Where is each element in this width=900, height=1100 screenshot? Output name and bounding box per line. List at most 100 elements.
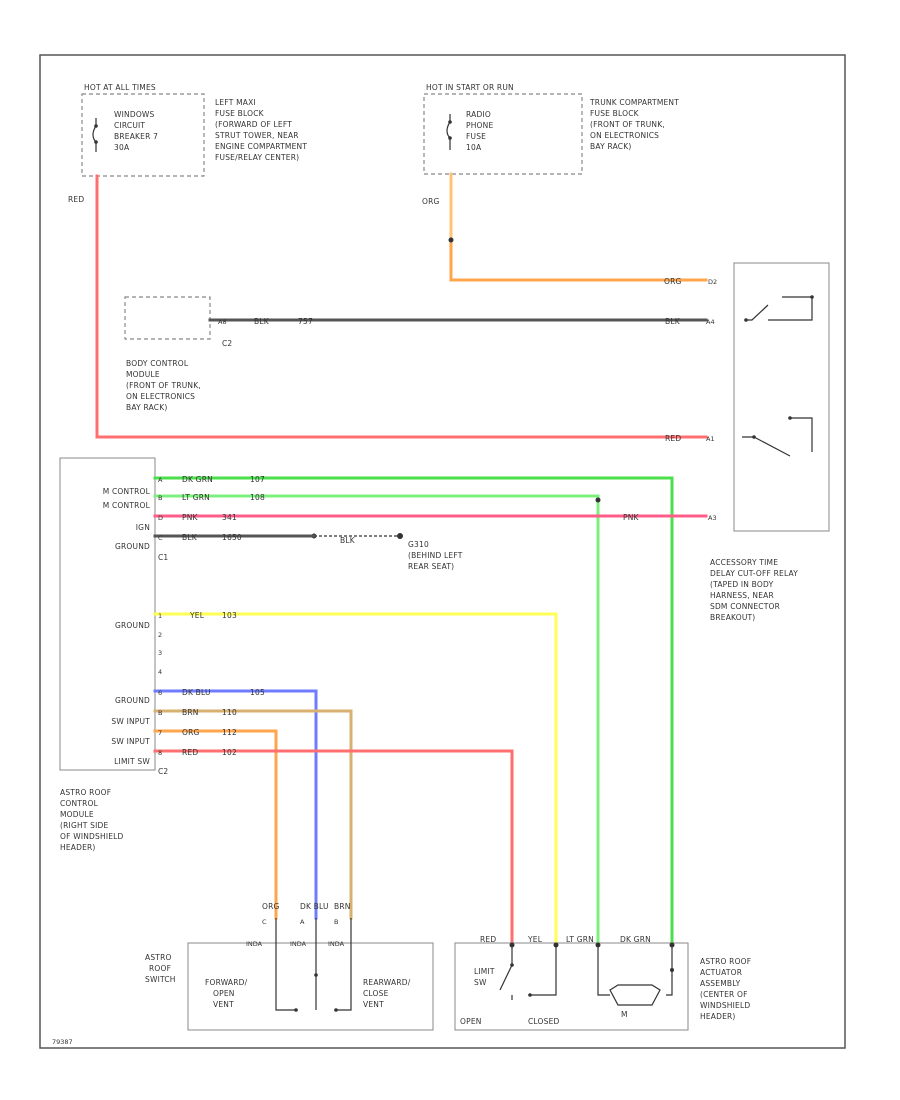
wire-blk-bcm-label: BLK — [254, 317, 270, 326]
actuator-limit-1: LIMIT — [474, 967, 495, 976]
fuse-start-loc-1: TRUNK COMPARTMENT — [589, 98, 679, 107]
bcm-connector: C2 — [222, 339, 232, 348]
wire-org-relay-pin: D2 — [708, 278, 717, 286]
wire-blk-bcm-pin: A8 — [218, 318, 227, 326]
wire-dk-blu — [153, 689, 318, 920]
actuator-title-4: (CENTER OF — [700, 990, 748, 999]
module-loc-5: OF WINDSHIELD — [60, 832, 124, 841]
fuse-hot-loc-2: FUSE BLOCK — [215, 109, 265, 118]
fuse-start-loc-3: (FRONT OF TRUNK, — [590, 120, 665, 129]
fuse-hot-box — [81, 93, 205, 177]
wire-red-limit — [153, 749, 514, 947]
fuse-block-hot-in-start-or-run: HOT IN START OR RUN RADIO PHONE FUSE 10A… — [423, 83, 679, 175]
switch-top-brn: BRN — [334, 902, 351, 911]
relay-loc-3: (TAPED IN BODY — [710, 580, 774, 589]
relay-box — [733, 262, 830, 532]
switch-top-dkblu: DK BLU — [300, 902, 329, 911]
relay-contact-icon — [746, 296, 813, 321]
diagram-id: 79387 — [52, 1038, 73, 1046]
module-loc-4: (RIGHT SIDE — [60, 821, 109, 830]
fuse-start-loc-5: BAY RACK) — [590, 142, 631, 151]
fuse-start-line-1: RADIO — [466, 110, 491, 119]
relay-loc-1: ACCESSORY TIME — [710, 558, 778, 567]
wire-yel-pin: 1 — [158, 612, 162, 620]
fuse-hot-line-3: BREAKER 7 — [114, 132, 158, 141]
actuator-title-3: ASSEMBLY — [700, 979, 741, 988]
wires: RED RED A1 ORG ORG D2 A8 BLK 757 BLK A4 … — [68, 172, 717, 947]
fuse-icon — [446, 114, 451, 150]
wire-dkblu-pin: 6 — [158, 689, 162, 697]
wire-red-relay-pin: A1 — [706, 435, 715, 443]
module-label-m-control-2: M CONTROL — [103, 501, 151, 510]
actuator-closed: CLOSED — [528, 1017, 560, 1026]
module-pin-3: 3 — [158, 649, 162, 657]
wire-yel-circuit: 103 — [222, 611, 237, 620]
wire-dk-grn — [153, 476, 674, 947]
actuator-title-1: ASTRO ROOF — [700, 957, 751, 966]
wire-brn-circuit: 110 — [222, 708, 237, 717]
fuse-hot-loc-3: (FORWARD OF LEFT — [215, 120, 292, 129]
actuator-limit-2: SW — [474, 978, 487, 987]
bcm-loc-1: BODY CONTROL — [126, 359, 189, 368]
fuse-start-box — [423, 93, 583, 175]
wire-ltgrn-splice-icon — [595, 497, 601, 503]
breaker-terminal-icon — [94, 140, 98, 144]
module-loc-3: MODULE — [60, 810, 94, 819]
wire-redlim-circuit: 102 — [222, 748, 237, 757]
actuator-top-red: RED — [480, 935, 496, 944]
relay-node-icon — [788, 416, 792, 420]
fuse-hot-line-2: CIRCUIT — [114, 121, 145, 130]
wire-pnk-circuit: 341 — [222, 513, 237, 522]
fuse-hot-loc-5: ENGINE COMPARTMENT — [215, 142, 307, 151]
actuator-top-yel: YEL — [527, 935, 543, 944]
module-connector-c2: C2 — [158, 767, 168, 776]
relay-loc-2: DELAY CUT-OFF RELAY — [710, 569, 798, 578]
switch-contact-icon — [314, 973, 318, 977]
module-pin-2: 2 — [158, 631, 162, 639]
switch-left-3: VENT — [213, 1000, 234, 1009]
fuse-hot-header: HOT AT ALL TIMES — [84, 83, 156, 92]
body-control-module: C2 BODY CONTROL MODULE (FRONT OF TRUNK, … — [124, 296, 232, 412]
wire-red-main — [95, 174, 708, 439]
switch-right-1: REARWARD/ — [363, 978, 411, 987]
wire-pnk-relay-label: PNK — [623, 513, 640, 522]
switch-title-2: ROOF — [149, 964, 171, 973]
switch-box — [187, 942, 434, 1031]
fuse-start-header: HOT IN START OR RUN — [426, 83, 514, 92]
wire-brn — [153, 709, 353, 920]
ground-label-3: REAR SEAT) — [408, 562, 454, 571]
module-pin-4: 4 — [158, 668, 162, 676]
fuse-hot-loc-6: FUSE/RELAY CENTER) — [215, 153, 299, 162]
wire-blkgnd-circuit: 1650 — [222, 533, 242, 542]
actuator-title-5: WINDSHIELD — [700, 1001, 750, 1010]
actuator-title-2: ACTUATOR — [700, 968, 742, 977]
bcm-loc-4: ON ELECTRONICS — [126, 392, 195, 401]
wire-orgsw-color: ORG — [182, 728, 200, 737]
limit-switch-node-icon — [510, 963, 514, 967]
wire-org-fuse — [449, 238, 708, 282]
breaker-terminal-icon — [94, 124, 98, 128]
wire-blk-relay-label: BLK — [665, 317, 681, 326]
wire-yel — [153, 612, 558, 947]
switch-right-3: VENT — [363, 1000, 384, 1009]
switch-contacts-icon — [275, 918, 352, 1011]
relay-loc-5: SDM CONNECTOR — [710, 602, 780, 611]
wire-dkgrn-circuit: 107 — [250, 475, 265, 484]
wire-brn-pin: B — [158, 709, 162, 717]
wire-orgsw-circuit: 112 — [222, 728, 237, 737]
wire-ltgrn-circuit: 108 — [250, 493, 265, 502]
fuse-terminal-icon — [448, 136, 452, 140]
wire-org-switch — [153, 729, 278, 920]
fuse-hot-line-4: 30A — [114, 143, 130, 152]
module-label-m-control-1: M CONTROL — [103, 487, 151, 496]
switch-conn-3: INDA — [328, 940, 345, 948]
switch-contact-icon — [294, 1008, 298, 1012]
actuator-open: OPEN — [460, 1017, 482, 1026]
wire-yel-color: YEL — [189, 611, 205, 620]
fuse-hot-loc-1: LEFT MAXI — [215, 98, 256, 107]
fuse-start-loc-4: ON ELECTRONICS — [590, 131, 659, 140]
relay-node-icon — [744, 318, 748, 322]
bcm-loc-5: BAY RACK) — [126, 403, 167, 412]
module-loc-2: CONTROL — [60, 799, 99, 808]
switch-top-org: ORG — [262, 902, 280, 911]
